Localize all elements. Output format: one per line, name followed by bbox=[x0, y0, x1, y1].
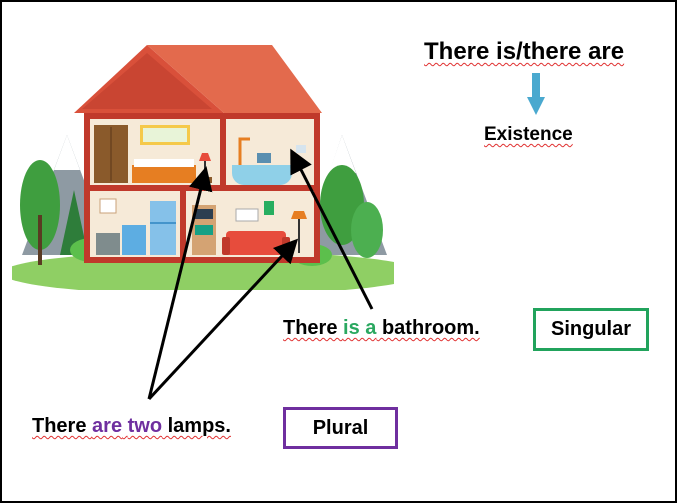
singular-sentence-end: bathroom. bbox=[376, 317, 480, 339]
page-title: There is/there are bbox=[424, 38, 625, 65]
plural-sentence-start: There bbox=[32, 415, 93, 437]
arrow-down-icon bbox=[527, 73, 545, 115]
plural-sentence-end: lamps. bbox=[162, 415, 231, 437]
singular-sentence: There is a bathroom. bbox=[283, 317, 480, 340]
singular-label-box: Singular bbox=[533, 308, 649, 351]
plural-sentence: There are two lamps. bbox=[32, 415, 231, 438]
plural-label: Plural bbox=[312, 416, 369, 439]
singular-verb-highlight: is a bbox=[343, 317, 377, 339]
plural-verb-highlight: are bbox=[92, 415, 123, 437]
subtitle-existence: Existence bbox=[484, 124, 573, 145]
house-cutaway-image bbox=[12, 5, 394, 290]
house-illustration bbox=[12, 5, 394, 290]
singular-label: Singular bbox=[550, 318, 631, 340]
plural-number-highlight: two bbox=[127, 415, 163, 437]
plural-label-box: Plural bbox=[283, 407, 398, 449]
singular-sentence-start: There bbox=[283, 317, 344, 339]
